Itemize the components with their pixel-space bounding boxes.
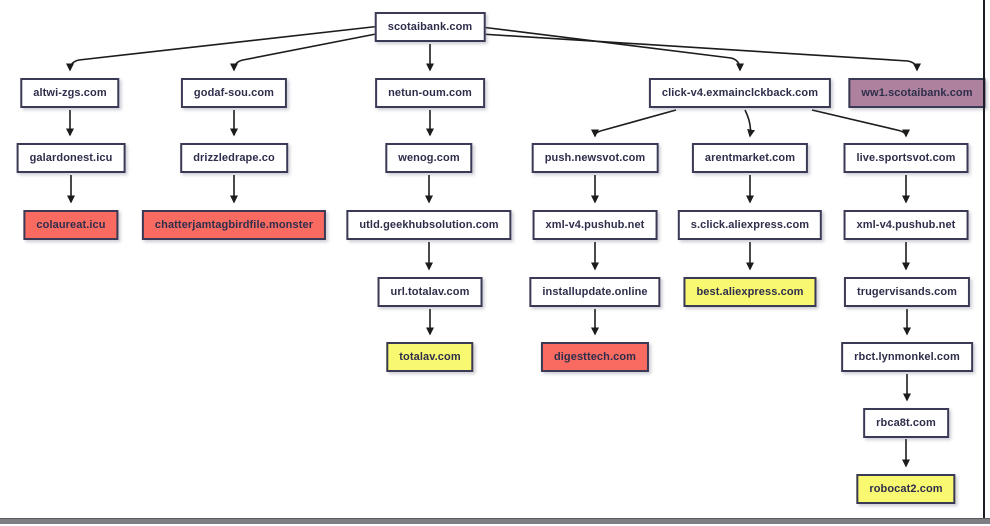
node-altwi-zgs-com: altwi-zgs.com bbox=[20, 78, 120, 108]
node-s-click-aliexpress-com: s.click.aliexpress.com bbox=[677, 210, 823, 240]
node-netun-oum-com: netun-oum.com bbox=[375, 78, 485, 108]
node-robocat2-com: robocat2.com bbox=[856, 474, 956, 504]
window-right-border bbox=[983, 0, 985, 519]
edge-click-arent bbox=[744, 109, 756, 138]
node-utld-geekhubsolution-com: utld.geekhubsolution.com bbox=[346, 210, 512, 240]
edge-root-godaf bbox=[230, 32, 382, 72]
edge-click-live bbox=[811, 109, 910, 138]
window-bottom-bar bbox=[0, 518, 990, 524]
edge-root-altwi bbox=[66, 25, 382, 72]
node-scotaibank-com: scotaibank.com bbox=[374, 12, 486, 42]
node-godaf-sou-com: godaf-sou.com bbox=[180, 78, 288, 108]
node-live-sportsvot-com: live.sportsvot.com bbox=[843, 143, 969, 173]
node-galardonest-icu: galardonest.icu bbox=[16, 143, 126, 173]
node-push-newsvot-com: push.newsvot.com bbox=[531, 143, 659, 173]
node-totalav-com: totalav.com bbox=[386, 342, 474, 372]
edge-click-push bbox=[591, 109, 677, 138]
node-trugervisands-com: trugervisands.com bbox=[843, 277, 971, 307]
node-drizzledrape-co: drizzledrape.co bbox=[180, 143, 288, 173]
edge-root-click bbox=[480, 26, 744, 72]
node-chatterjamtagbirdfile-monster: chatterjamtagbirdfile.monster bbox=[141, 210, 327, 240]
node-ww1-scotaibank-com: ww1.scotaibank.com bbox=[848, 78, 986, 108]
node-colaureat-icu: colaureat.icu bbox=[23, 210, 119, 240]
node-arentmarket-com: arentmarket.com bbox=[691, 143, 809, 173]
edge-root-ww1 bbox=[480, 33, 921, 72]
node-rbct-lynmonkel-com: rbct.lynmonkel.com bbox=[841, 342, 973, 372]
node-xml-v4-pushub-net-left: xml-v4.pushub.net bbox=[532, 210, 658, 240]
node-installupdate-online: installupdate.online bbox=[529, 277, 661, 307]
node-wenog-com: wenog.com bbox=[385, 143, 473, 173]
node-rbca8t-com: rbca8t.com bbox=[863, 408, 949, 438]
node-digesttech-com: digesttech.com bbox=[540, 342, 650, 372]
node-xml-v4-pushub-net-right: xml-v4.pushub.net bbox=[843, 210, 969, 240]
node-click-v4-exmainclckback-com: click-v4.exmainclckback.com bbox=[648, 78, 832, 108]
node-best-aliexpress-com: best.aliexpress.com bbox=[683, 277, 817, 307]
node-url-totalav-com: url.totalav.com bbox=[377, 277, 483, 307]
